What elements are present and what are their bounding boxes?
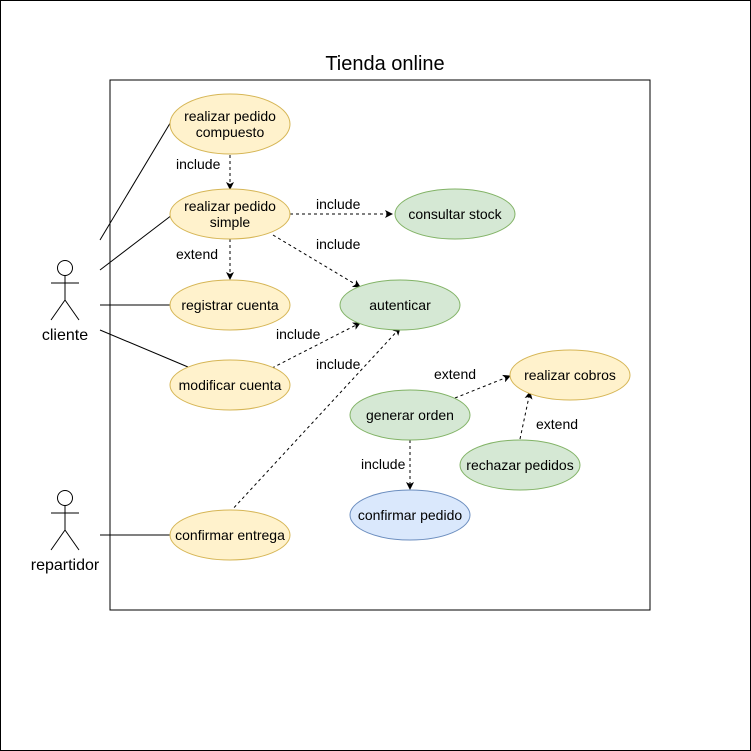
dep-orden-cobros bbox=[454, 374, 511, 399]
system-boundary bbox=[109, 79, 651, 611]
confirmar-pedido-label-line: confirmar pedido bbox=[358, 507, 462, 523]
label-simple-autenticar: include bbox=[316, 236, 361, 252]
use-case-autenticar-shape bbox=[339, 279, 461, 331]
actor-repartidor-left-leg bbox=[50, 529, 66, 551]
use-case-confirmar-entrega-label: confirmar entrega bbox=[175, 527, 285, 543]
label-compuesto-simple: include bbox=[176, 156, 221, 172]
use-case-pedido-compuesto-shape bbox=[169, 93, 291, 155]
actor-cliente[interactable]: cliente bbox=[42, 260, 88, 345]
use-case-confirmar-entrega[interactable]: confirmar entrega bbox=[169, 509, 291, 561]
use-case-registrar-cuenta-shape bbox=[169, 279, 291, 331]
label-simple-registrar: extend bbox=[176, 246, 218, 262]
pedido-compuesto-label-line: compuesto bbox=[196, 124, 265, 140]
use-case-rechazar-pedidos[interactable]: rechazar pedidos bbox=[459, 439, 581, 491]
use-case-registrar-cuenta-label: registrar cuenta bbox=[181, 297, 278, 313]
actor-cliente-head bbox=[57, 260, 73, 276]
modificar-cuenta-label-line: modificar cuenta bbox=[179, 377, 282, 393]
use-case-modificar-cuenta-label: modificar cuenta bbox=[179, 377, 282, 393]
use-case-generar-orden-label: generar orden bbox=[366, 407, 454, 423]
use-case-consultar-stock-shape bbox=[394, 188, 516, 240]
actor-repartidor-head bbox=[57, 490, 73, 506]
autenticar-label-line: autenticar bbox=[369, 297, 431, 313]
pedido-compuesto-label-line: realizar pedido bbox=[184, 108, 276, 124]
realizar-cobros-label-line: realizar cobros bbox=[524, 367, 616, 383]
use-case-confirmar-entrega-shape bbox=[169, 509, 291, 561]
actor-cliente-right-leg bbox=[64, 299, 80, 321]
use-case-confirmar-pedido-label: confirmar pedido bbox=[358, 507, 462, 523]
label-orden-pedido: include bbox=[361, 456, 406, 472]
use-case-consultar-stock-label: consultar stock bbox=[408, 206, 502, 222]
dep-simple-autenticar bbox=[272, 234, 361, 288]
system-title: Tienda online bbox=[325, 53, 444, 75]
use-case-realizar-cobros-shape bbox=[509, 349, 631, 401]
dep-modificar-autenticar bbox=[271, 322, 361, 369]
use-case-rechazar-pedidos-shape bbox=[459, 439, 581, 491]
registrar-cuenta-label-line: registrar cuenta bbox=[181, 297, 278, 313]
dep-rechazar-cobros bbox=[519, 391, 533, 440]
use-case-consultar-stock[interactable]: consultar stock bbox=[394, 188, 516, 240]
consultar-stock-label-line: consultar stock bbox=[408, 206, 502, 222]
use-case-confirmar-pedido[interactable]: confirmar pedido bbox=[349, 489, 471, 541]
use-case-pedido-simple-shape bbox=[169, 188, 291, 240]
use-case-registrar-cuenta[interactable]: registrar cuenta bbox=[169, 279, 291, 331]
use-case-generar-orden-shape bbox=[349, 389, 471, 441]
label-orden-cobros: extend bbox=[434, 366, 476, 382]
generar-orden-label-line: generar orden bbox=[366, 407, 454, 423]
use-case-realizar-cobros-label: realizar cobros bbox=[524, 367, 616, 383]
actor-cliente-label: cliente bbox=[42, 327, 88, 344]
label-entrega-autenticar: include bbox=[316, 356, 361, 372]
use-case-realizar-cobros[interactable]: realizar cobros bbox=[509, 349, 631, 401]
use-case-confirmar-pedido-shape bbox=[349, 489, 471, 541]
assoc-cliente-modificar-cuenta bbox=[99, 329, 189, 368]
assoc-cliente-pedido-compuesto bbox=[99, 114, 176, 241]
use-case-autenticar[interactable]: autenticar bbox=[339, 279, 461, 331]
label-rechazar-cobros: extend bbox=[536, 416, 578, 432]
actor-cliente-left-leg bbox=[50, 299, 66, 321]
assoc-cliente-pedido-simple bbox=[99, 214, 173, 271]
use-case-autenticar-label: autenticar bbox=[369, 297, 431, 313]
actor-repartidor-right-leg bbox=[64, 529, 80, 551]
actor-repartidor[interactable]: repartidor bbox=[31, 490, 100, 575]
label-simple-stock: include bbox=[316, 196, 361, 212]
use-case-modificar-cuenta[interactable]: modificar cuenta bbox=[169, 359, 291, 411]
label-modificar-autenticar: include bbox=[276, 326, 321, 342]
rechazar-pedidos-label-line: rechazar pedidos bbox=[466, 457, 573, 473]
pedido-simple-label-line: realizar pedido bbox=[184, 198, 276, 214]
use-case-rechazar-pedidos-label: rechazar pedidos bbox=[466, 457, 573, 473]
use-case-generar-orden[interactable]: generar orden bbox=[349, 389, 471, 441]
use-case-modificar-cuenta-shape bbox=[169, 359, 291, 411]
actor-repartidor-label: repartidor bbox=[31, 557, 100, 574]
confirmar-entrega-label-line: confirmar entrega bbox=[175, 527, 285, 543]
pedido-simple-label-line: simple bbox=[210, 214, 251, 230]
